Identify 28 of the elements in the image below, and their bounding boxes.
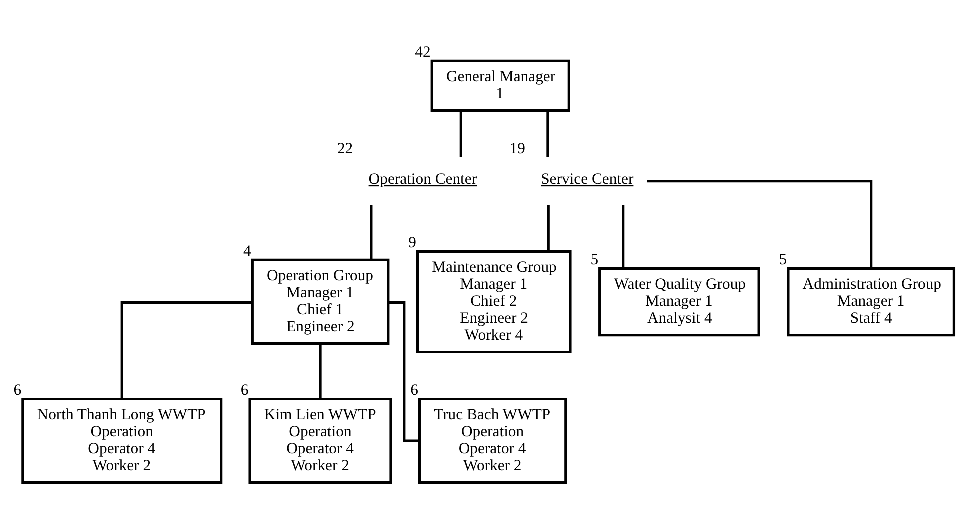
- node-label: 6: [410, 382, 418, 399]
- node-text: Operation Center: [368, 171, 478, 188]
- connector: [460, 111, 462, 158]
- node-box: Kim Lien WWTP Operation Operator 4 Worker 2: [248, 398, 392, 484]
- node-box: Truc Bach WWTP Operation Operator 4 Worker 2: [418, 398, 568, 484]
- node-label: 5: [779, 251, 788, 268]
- node-box: Water Quality Group Manager 1 Analysit 4: [598, 267, 760, 337]
- node-box: Operation Group Manager 1 Chief 1 Engineer 2: [251, 258, 390, 346]
- node-label: 4: [244, 242, 252, 260]
- connector: [319, 344, 322, 400]
- connector: [622, 205, 625, 269]
- node-label: 6: [14, 382, 22, 399]
- connector: [370, 205, 373, 260]
- connector: [120, 301, 252, 400]
- node-label: 22: [337, 140, 354, 158]
- node-label: 6: [240, 382, 249, 399]
- node-box: North Thanh Long WWTP Operation Operator 4 Worker 2: [22, 398, 223, 484]
- node-text: Service Center: [541, 171, 634, 188]
- node-box: Maintenance Group Manager 1 Chief 2 Engineer 2 Worker 4: [416, 250, 572, 354]
- node-label: 5: [590, 251, 599, 268]
- node-label: 9: [408, 234, 416, 252]
- node-label: 42: [415, 44, 431, 61]
- connector: [546, 111, 550, 158]
- node-box: Administration Group Manager 1 Staff 4: [787, 267, 956, 337]
- node-box: General Manager 1: [430, 60, 570, 112]
- node-label: 19: [510, 140, 526, 158]
- connector: [547, 205, 550, 252]
- connector: [647, 180, 873, 268]
